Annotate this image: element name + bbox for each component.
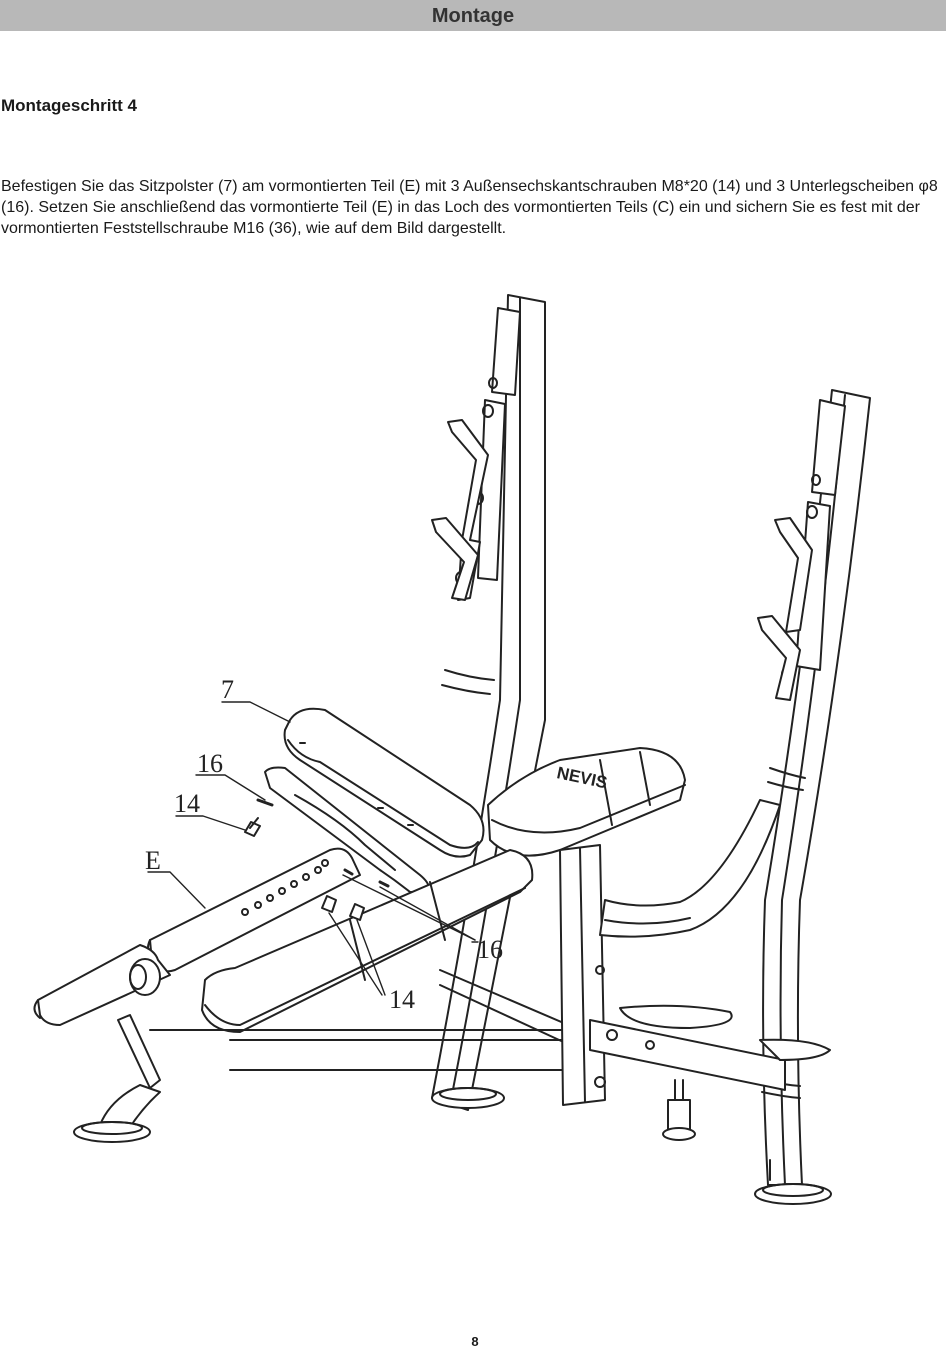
foot-pads xyxy=(73,1087,832,1205)
left-upright xyxy=(431,294,546,1111)
callout-washer-lower: 16 xyxy=(477,935,503,964)
leader-lines xyxy=(147,701,479,996)
seat-cushion xyxy=(201,849,534,1033)
callout-washer-upper: 16 xyxy=(197,749,223,778)
callout-bolt-upper: 14 xyxy=(174,789,200,818)
backrest-pad: NEVIS xyxy=(487,747,686,857)
hardware xyxy=(244,798,390,921)
bench-drawing: NEVIS xyxy=(33,294,871,1205)
seat-pad xyxy=(283,707,485,858)
assembly-diagram: NEVIS xyxy=(0,280,950,1220)
header-title: Montage xyxy=(0,0,946,31)
callout-seat-pad: 7 xyxy=(221,675,234,704)
base-frame xyxy=(99,799,831,1181)
incline-tube xyxy=(33,847,361,1026)
page-number: 8 xyxy=(471,1334,479,1349)
callout-frame-part: E xyxy=(145,846,161,875)
callout-bolt-lower: 14 xyxy=(389,985,415,1014)
step-title: Montageschritt 4 xyxy=(1,96,138,115)
instruction-text: Befestigen Sie das Sitzpolster (7) am vo… xyxy=(1,178,938,237)
right-upright xyxy=(757,389,871,1186)
